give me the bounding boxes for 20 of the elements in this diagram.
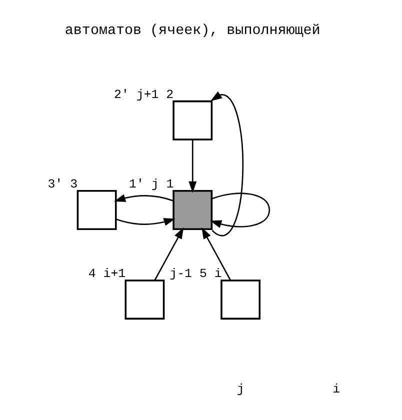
label: j: [236, 382, 244, 397]
arrow: [154, 227, 184, 281]
arrow: [209, 192, 270, 228]
node-box: [76, 190, 116, 230]
node-label: 2' j+1 2: [114, 88, 174, 102]
arrow: [113, 194, 174, 202]
node-box: [172, 100, 212, 140]
node-label: 3' 3: [47, 178, 78, 192]
arrow: [115, 218, 175, 226]
node-label: 1' j 1: [128, 178, 174, 192]
node-label: j-1 5 i: [169, 267, 222, 282]
arrow: [210, 91, 243, 236]
label: i: [332, 382, 340, 397]
node-box: [124, 280, 164, 320]
node-box: [172, 190, 212, 230]
node-box: [220, 280, 260, 320]
node-label: 4 i+1: [88, 267, 126, 282]
arrow: [188, 139, 196, 193]
arrow: [201, 227, 231, 281]
label: автоматов (ячеек), выполняющей: [64, 23, 320, 40]
